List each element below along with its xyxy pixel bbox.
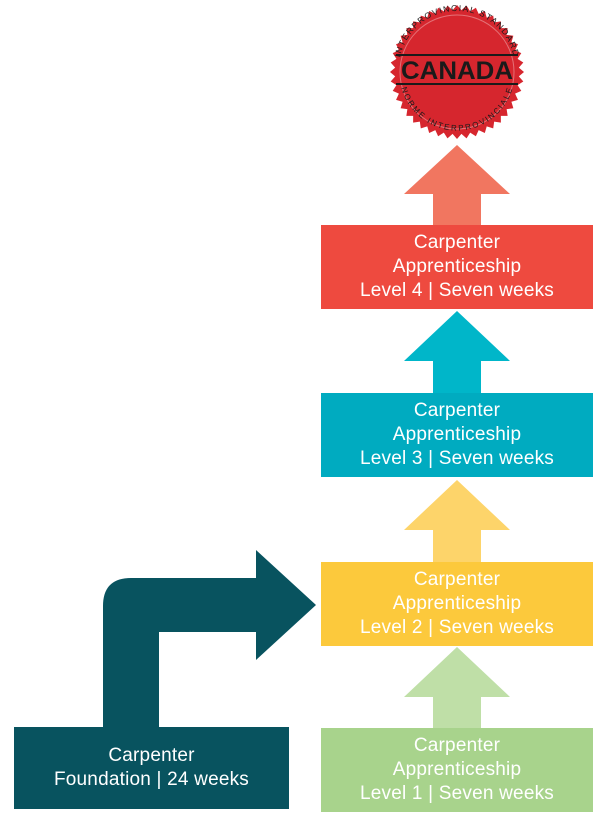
level-2-line1: Carpenter bbox=[413, 569, 501, 590]
seal-center-text: CANADA bbox=[401, 57, 513, 85]
level-2-box: Carpenter Apprenticeship Level 2 | Seven… bbox=[321, 562, 593, 646]
level-1-line2: Apprenticeship bbox=[392, 759, 522, 780]
up-arrow-icon bbox=[404, 647, 510, 728]
level-3-box: Carpenter Apprenticeship Level 3 | Seven… bbox=[321, 393, 593, 477]
foundation-line1: Carpenter bbox=[108, 745, 195, 766]
level-4-box: Carpenter Apprenticeship Level 4 | Seven… bbox=[321, 225, 593, 309]
level-2-line2: Apprenticeship bbox=[392, 593, 522, 614]
interprovincial-seal: INTERPROVINCIAL STANDARD CANADA NORME IN… bbox=[390, 3, 524, 139]
level-1-line1: Carpenter bbox=[413, 735, 501, 756]
seal-body bbox=[390, 5, 524, 139]
level-4-line2: Apprenticeship bbox=[392, 256, 522, 277]
up-arrow-icon bbox=[404, 311, 510, 393]
bent-arrow-icon bbox=[103, 550, 316, 727]
foundation-box: Carpenter Foundation | 24 weeks bbox=[14, 727, 289, 809]
up-arrow-icon bbox=[404, 145, 510, 225]
foundation-line2: Foundation | 24 weeks bbox=[53, 769, 250, 790]
level-3-line3: Level 3 | Seven weeks bbox=[360, 448, 554, 469]
level-3-line1: Carpenter bbox=[413, 400, 501, 421]
level-1-line3: Level 1 | Seven weeks bbox=[360, 783, 554, 804]
level-2-line3: Level 2 | Seven weeks bbox=[360, 617, 554, 638]
level-3-line2: Apprenticeship bbox=[392, 424, 522, 445]
up-arrow-icon bbox=[404, 480, 510, 562]
level-4-line1: Carpenter bbox=[413, 232, 501, 253]
level-1-box: Carpenter Apprenticeship Level 1 | Seven… bbox=[321, 728, 593, 812]
level-4-line3: Level 4 | Seven weeks bbox=[360, 280, 554, 301]
